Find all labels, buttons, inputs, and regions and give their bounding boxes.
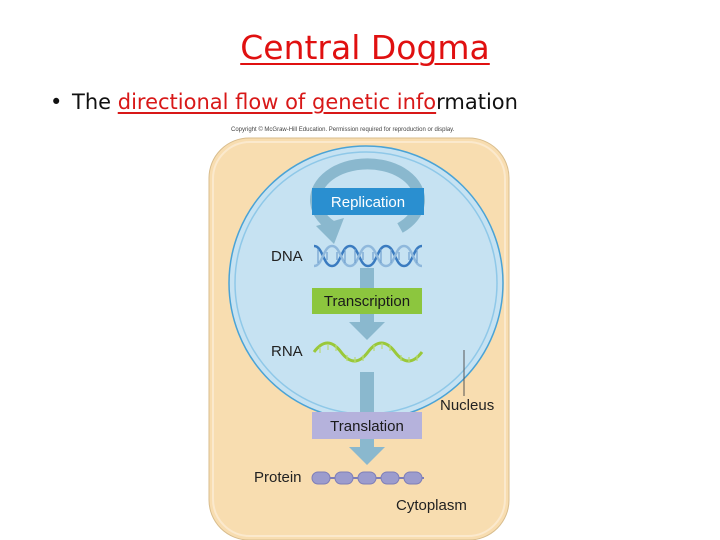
bullet-marker: • <box>50 90 63 114</box>
replication-box <box>312 188 424 215</box>
bullet-highlight: directional flow of genetic info <box>117 90 437 114</box>
rna-strand <box>312 341 424 363</box>
protein-label: Protein <box>254 469 302 486</box>
translation-to-protein-arrowhead <box>349 447 385 465</box>
rna-to-translation-arrow <box>360 372 374 412</box>
replication-arrowhead <box>316 218 344 244</box>
protein-chain <box>311 471 424 485</box>
rna-bases <box>319 343 418 363</box>
cytoplasm-label: Cytoplasm <box>396 497 467 514</box>
transcription-to-rna-arrow-shaft <box>360 314 374 324</box>
nucleus-label: Nucleus <box>440 397 494 414</box>
transcription-label: Transcription <box>324 293 410 310</box>
page-title: Central Dogma <box>240 28 490 67</box>
copyright-notice: Copyright © McGraw-Hill Education. Permi… <box>231 127 455 133</box>
rna-label: RNA <box>271 343 303 360</box>
translation-label: Translation <box>330 418 404 435</box>
cell-membrane <box>212 141 506 537</box>
dna-to-transcription-arrow <box>360 268 374 288</box>
translation-box <box>312 412 422 439</box>
bullet-point: • The directional flow of genetic informa… <box>50 90 518 114</box>
bullet-suffix: rmation <box>436 90 518 114</box>
translation-to-protein-arrow-shaft <box>360 439 374 449</box>
dna-label: DNA <box>271 248 303 265</box>
bullet-prefix: The <box>72 90 118 114</box>
transcription-box <box>312 288 422 314</box>
transcription-to-rna-arrowhead <box>349 322 385 340</box>
replication-label: Replication <box>331 194 405 211</box>
dna-helix <box>313 244 423 268</box>
